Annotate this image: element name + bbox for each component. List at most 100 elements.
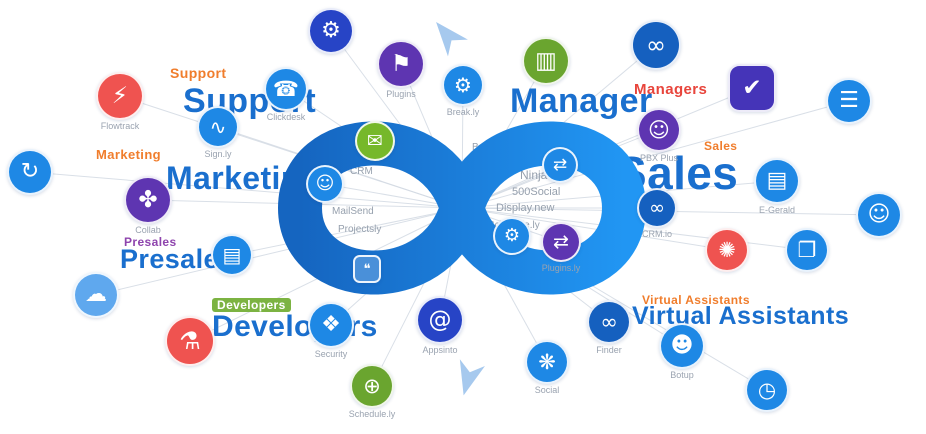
pbxplus-app-icon: ☺ PBX Plus — [637, 108, 681, 163]
fiveapps-app-icon: ∞ — [631, 20, 681, 70]
id-card-icon: ▤ — [766, 168, 788, 193]
app-label: Finder — [596, 345, 622, 355]
mailsend-app-icon: ✉ — [355, 121, 395, 161]
sync-arrows-icon: ⇄ — [553, 230, 569, 253]
chat-icon: ☎ — [272, 76, 300, 101]
wordcloud-item: 500Social — [512, 186, 561, 198]
note-icon: ▤ — [222, 243, 242, 267]
app-label: Botup — [670, 370, 694, 380]
app-label: Appsinto — [422, 345, 458, 355]
analytics-app-icon: ▥ — [522, 37, 570, 85]
infinity-icon: ∞ — [649, 196, 665, 219]
finder-app-icon: ∞ Finder — [587, 300, 631, 355]
link-line — [366, 207, 463, 270]
appsinto-app-icon: @ Appsinto — [416, 296, 464, 355]
wordcloud-item: Finder.io — [497, 150, 540, 162]
collab-app-icon: ✤ Collab — [124, 176, 172, 235]
share-nodes-icon: ❋ — [538, 349, 556, 374]
app-label: Plugins.ly — [541, 263, 581, 273]
flowtrack-app-icon: ⚡ Flowtrack — [96, 72, 144, 131]
signly-app-icon: ∿ Sign.ly — [197, 106, 239, 159]
clickdesk-app-icon: ☎ Clickdesk — [264, 67, 308, 122]
wordcloud-item: CRM — [350, 166, 373, 177]
checklist-icon: ☰ — [839, 88, 859, 113]
bot-icon: ☻ — [670, 333, 694, 358]
user-sync-icon: ☺ — [867, 202, 891, 227]
tasks-app-icon: ✔ — [728, 64, 776, 112]
docs-app-icon: ❐ — [785, 228, 829, 272]
people-app-icon: ☺ — [306, 165, 344, 203]
pages-icon: ❐ — [797, 237, 817, 262]
quote-icon: ❝ — [363, 261, 371, 277]
settings-app-icon: ⚙ — [308, 8, 354, 54]
wordcloud-item: Botup — [472, 142, 499, 153]
arrow-down-icon — [459, 359, 485, 396]
clover-icon: ✤ — [138, 186, 158, 213]
app-label: Collab — [135, 225, 161, 235]
website-app-icon: ⚙ — [493, 217, 531, 255]
title-manager: Manager — [510, 82, 653, 120]
link-line — [147, 199, 463, 209]
tag-support: Support — [170, 65, 227, 81]
serve-app-icon: ☺ — [856, 192, 902, 238]
botup-app-icon: ☻ Botup — [659, 323, 705, 380]
timer-app-icon: ◷ — [745, 368, 789, 412]
send-app-icon: ✺ — [705, 228, 749, 272]
browser-click-icon: ❖ — [321, 312, 341, 337]
arrow-up-icon — [436, 21, 468, 57]
title-marketing: Marketing — [166, 160, 321, 196]
add-user-icon: ☺ — [648, 117, 670, 142]
wordcloud-item: Display.new — [496, 202, 555, 214]
at-sign-icon: @ — [428, 306, 452, 333]
app-label: Flowtrack — [100, 121, 140, 131]
people-icon: ☺ — [315, 173, 335, 194]
cloud-icon: ☁ — [85, 282, 107, 307]
sync-mid-app-icon: ⇄ — [542, 147, 578, 183]
check-icon: ✔ — [742, 74, 762, 101]
title-presale: Presale — [120, 244, 219, 274]
dna-icon: ⚗ — [179, 327, 201, 355]
infinity-icon: ∞ — [646, 31, 666, 59]
gears-icon: ⚙ — [454, 73, 472, 97]
wordcloud-item: Forms.io — [458, 238, 497, 249]
network-icon: ✺ — [718, 237, 736, 262]
social-app-icon: ❋ Social — [525, 340, 569, 395]
infinity-icon: ∞ — [600, 309, 618, 334]
shield-icon: ⚑ — [390, 50, 412, 77]
bar-chart-icon: ▥ — [535, 47, 557, 74]
lightning-search-icon: ⚡ — [111, 82, 129, 109]
app-label: E-Gerald — [758, 205, 796, 215]
app-label: Plugins — [386, 89, 416, 99]
app-label: Schedule.ly — [348, 409, 396, 419]
clock-icon: ◷ — [757, 377, 777, 402]
app-label: CRM.io — [641, 229, 673, 239]
notes-app-icon: ▤ — [211, 234, 253, 276]
link-line — [324, 183, 463, 209]
tag-marketing: Marketing — [96, 147, 162, 162]
schedulely-app-icon: ⊕ Schedule.ly — [349, 364, 395, 419]
wordcloud-item: MailSend — [332, 206, 374, 217]
gear-face-icon: ⚙ — [503, 225, 521, 246]
signature-icon: ∿ — [209, 115, 227, 139]
chat-mini-app-icon: ❝ — [353, 255, 381, 283]
sync-icon: ↻ — [20, 159, 40, 184]
app-label: Social — [534, 385, 560, 395]
cloud-app-icon: ☁ — [73, 272, 119, 318]
breakly-app-icon: ⚙ Break.ly — [442, 64, 484, 117]
checklist-app-icon: ☰ — [826, 78, 872, 124]
sync-app-icon: ↻ — [7, 149, 53, 195]
pluginsly-app-icon: ⇄ Plugins.ly — [541, 222, 581, 273]
app-label: PBX Plus — [639, 153, 679, 163]
mail-icon: ✉ — [367, 129, 383, 152]
app-label: Break.ly — [446, 107, 480, 117]
wordcloud-item: Projectsly — [338, 224, 382, 235]
globe-schedule-icon: ⊕ — [363, 373, 381, 398]
egerald-app-icon: ▤ E-Gerald — [754, 158, 800, 215]
security-app-icon: ❖ Security — [308, 302, 354, 359]
app-label: Clickdesk — [266, 112, 306, 122]
app-label: Security — [314, 349, 348, 359]
recruit-app-icon: ⚗ — [165, 316, 215, 366]
title-assistants: Virtual Assistants — [632, 302, 850, 330]
app-label: Sign.ly — [204, 149, 232, 159]
